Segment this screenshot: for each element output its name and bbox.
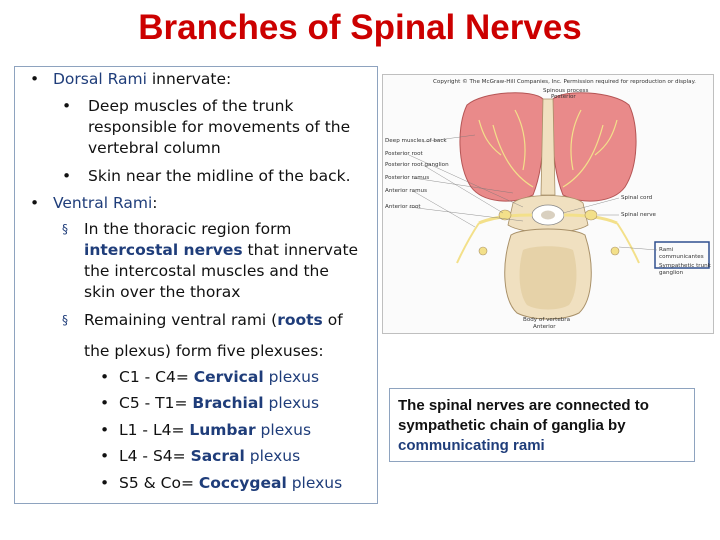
sympathetic-ganglion-left: [478, 246, 488, 256]
sympathetic-ganglion: [610, 246, 620, 256]
spinous-process: [540, 98, 556, 196]
ventral-rami-line: Ventral Rami:: [53, 194, 158, 212]
spinal-cross-section-figure: Copyright © The McGraw-Hill Companies, I…: [382, 74, 714, 334]
left-deep-back-muscle: [459, 92, 545, 202]
ventral-sub2-bullet: §: [62, 313, 68, 327]
ventral-sub1-line2: intercostal nerves that innervate: [84, 241, 359, 259]
right-deep-back-muscle: [551, 92, 637, 202]
plexus-item: C1 - C4= Cervical plexus: [119, 368, 320, 386]
roots-term: roots: [277, 311, 323, 329]
ventral-rami-bullet: •: [30, 194, 40, 212]
plexus-bullet: •: [100, 368, 110, 386]
vertebral-body-inner: [519, 246, 577, 310]
dorsal-sub2-bullet: •: [62, 167, 72, 185]
label-body-of-vertebra: Body of vertebra: [523, 317, 570, 323]
leader-lines: [408, 134, 658, 251]
label-posterior-root-ganglion: Posterior root ganglion: [385, 162, 449, 168]
label-anterior-root: Anterior root: [385, 204, 421, 210]
label-posterior-root: Posterior root: [385, 151, 424, 157]
dorsal-rami-line: Dorsal Rami innervate:: [53, 70, 232, 88]
caption-box: The spinal nerves are connected to sympa…: [389, 388, 695, 462]
ventral-sub2-line1: Remaining ventral rami (roots of: [84, 311, 343, 329]
right-root-ganglion: [584, 209, 598, 221]
label-rami: Rami: [659, 247, 674, 253]
label-spinous-process: Spinous process: [543, 88, 588, 94]
plexus-item: S5 & Co= Coccygeal plexus: [119, 474, 343, 492]
plexus-bullet: •: [100, 394, 110, 412]
anterior-rami: [456, 222, 640, 264]
label-posterior-ramus: Posterior ramus: [385, 175, 429, 181]
dorsal-rami-term: Dorsal Rami: [53, 70, 147, 88]
gray-matter: [541, 210, 555, 220]
dorsal-sub1-line3: vertebral column: [88, 139, 221, 157]
plexus-item: L4 - S4= Sacral plexus: [119, 447, 301, 465]
label-sympathetic-trunk: Sympathetic trunk: [659, 263, 712, 269]
left-muscle-nerve-branches: [478, 109, 534, 188]
plexus-bullet: •: [100, 474, 110, 492]
label-posterior: Posterior: [551, 94, 576, 100]
ventral-sub1-line4: skin over the thorax: [84, 283, 241, 301]
plexus-bullet: •: [100, 447, 110, 465]
label-communicantes: communicantes: [659, 254, 704, 260]
intercostal-nerves-term: intercostal nerves: [84, 241, 243, 259]
ventral-sub1-line1: In the thoracic region form: [84, 220, 292, 238]
ventral-sub1-line3: the intercostal muscles and the: [84, 262, 329, 280]
caption-line2: sympathetic chain of ganglia by: [398, 417, 626, 434]
communicating-rami-term: communicating rami: [398, 437, 545, 454]
ventral-sub1-bullet: §: [62, 222, 68, 236]
label-anterior: Anterior: [533, 324, 556, 330]
label-ganglion: ganglion: [659, 270, 684, 276]
label-spinal-nerve: Spinal nerve: [621, 212, 657, 218]
dorsal-rami-bullet: •: [30, 70, 40, 88]
anatomy-illustration: Copyright © The McGraw-Hill Companies, I…: [385, 78, 712, 330]
plexus-bullet: •: [100, 421, 110, 439]
caption-line1: The spinal nerves are connected to: [398, 397, 649, 414]
right-muscle-nerve-branches: [562, 109, 618, 188]
plexus-item: L1 - L4= Lumbar plexus: [119, 421, 312, 439]
label-anterior-ramus: Anterior ramus: [385, 188, 427, 194]
bullet-text-box: [14, 66, 378, 504]
dorsal-sub1-bullet: •: [62, 97, 72, 115]
dorsal-sub1-line1: Deep muscles of the trunk: [88, 97, 294, 115]
dorsal-sub1-line2: responsible for movements of the: [88, 118, 351, 136]
label-spinal-cord: Spinal cord: [621, 195, 653, 201]
slide-title: Branches of Spinal Nerves: [138, 8, 582, 47]
dorsal-sub2-line: Skin near the midline of the back.: [88, 167, 351, 185]
ventral-rami-term: Ventral Rami: [53, 194, 153, 212]
copyright-text: Copyright © The McGraw-Hill Companies, I…: [433, 78, 696, 85]
label-deep-muscles: Deep muscles of back: [385, 138, 447, 144]
rami-communicantes-callout: [654, 241, 710, 269]
ventral-sub2-line2: the plexus) form five plexuses:: [84, 342, 324, 360]
plexus-item: C5 - T1= Brachial plexus: [119, 394, 320, 412]
